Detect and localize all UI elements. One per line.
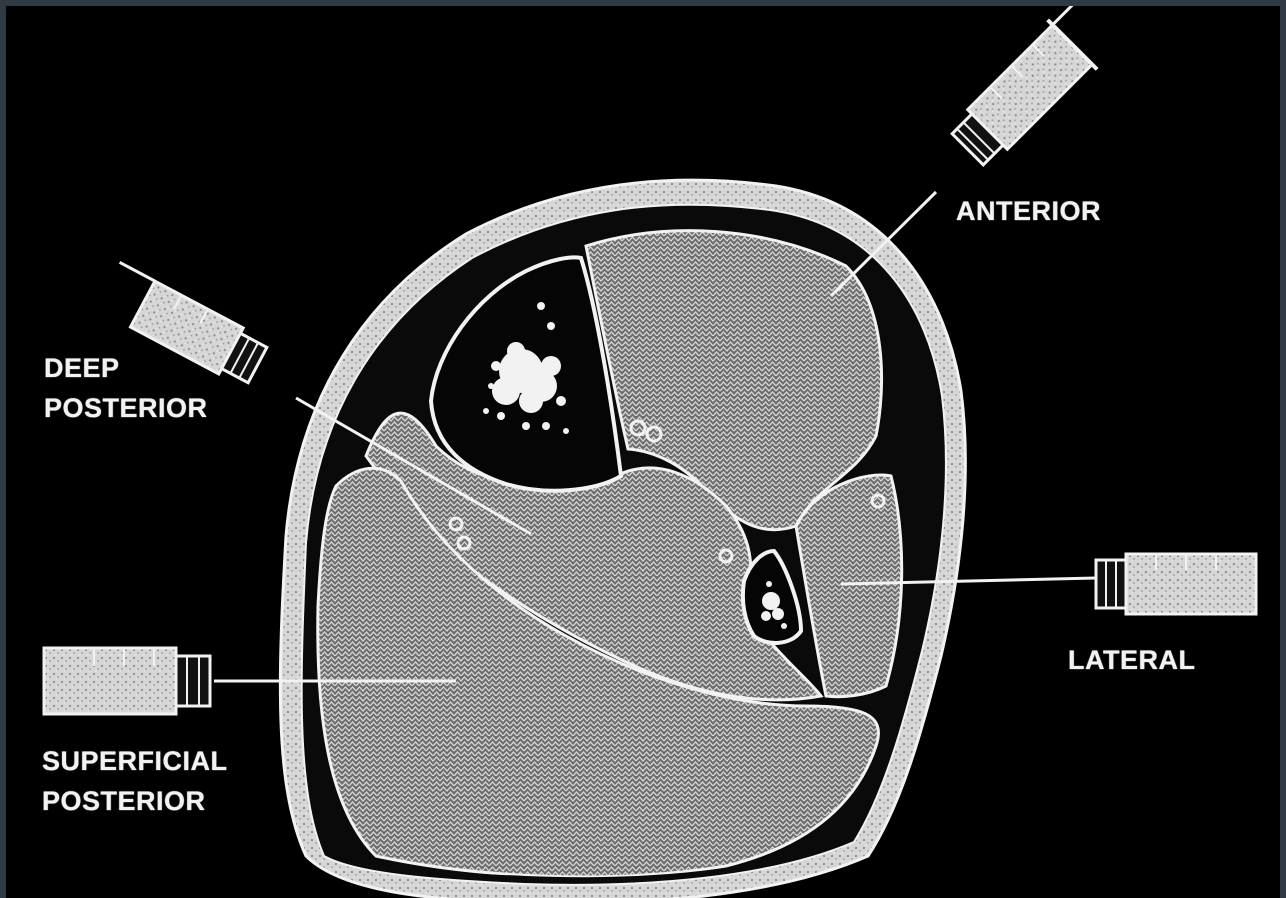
superficial-posterior-label-line2: POSTERIOR	[42, 781, 228, 821]
lateral-label: LATERAL	[1068, 640, 1195, 680]
superficial-posterior-label: SUPERFICIAL POSTERIOR	[42, 741, 228, 821]
superficial-posterior-label-line1: SUPERFICIAL	[42, 741, 228, 781]
syringe-icon	[44, 648, 210, 714]
anterior-label-text: ANTERIOR	[956, 191, 1101, 231]
lateral-label-text: LATERAL	[1068, 640, 1195, 680]
anterior-label: ANTERIOR	[956, 191, 1101, 231]
deep-posterior-label: DEEP POSTERIOR	[44, 348, 208, 428]
syringe-icon	[1096, 554, 1256, 614]
deep-posterior-label-line2: POSTERIOR	[44, 388, 208, 428]
deep-posterior-label-line1: DEEP	[44, 348, 208, 388]
diagram-frame: ANTERIOR DEEP POSTERIOR LATERAL SUPERFIC…	[6, 6, 1280, 898]
syringe-icon	[943, 6, 1127, 174]
